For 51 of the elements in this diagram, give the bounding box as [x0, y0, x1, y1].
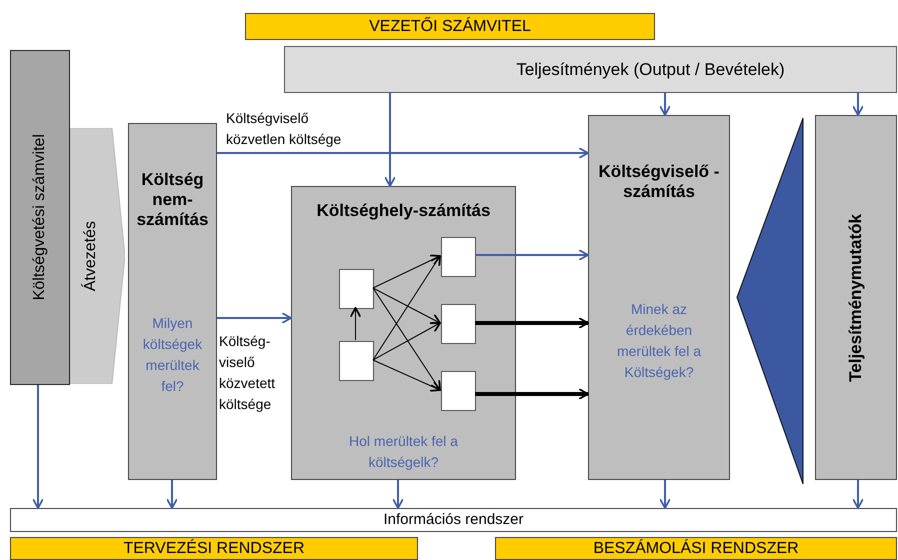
- box-title: Költségviselő -számítás: [598, 162, 720, 202]
- arrow: [350, 307, 362, 340]
- box-label: VEZETŐI SZÁMVITEL: [369, 16, 531, 36]
- system-banner: [495, 537, 897, 560]
- arrow: [217, 312, 292, 324]
- chevron-band: [70, 128, 125, 384]
- system-banner: [245, 13, 655, 40]
- arrow: [372, 322, 441, 360]
- wedge-shape: [736, 117, 805, 485]
- question-text: Hol merültek fel a költségelk?: [348, 432, 459, 472]
- arrow: [384, 93, 396, 187]
- vertical-label: Átvezetés: [80, 220, 100, 292]
- process-box: [291, 186, 516, 480]
- cost-center-box: [441, 237, 476, 277]
- arrow: [217, 147, 589, 159]
- cost-center-box: [339, 269, 374, 309]
- arrow: [475, 317, 589, 329]
- cost-center-box: [441, 371, 476, 411]
- arrow: [372, 254, 441, 288]
- information-system-bar: [10, 508, 897, 532]
- box-label: Információs rendszer: [383, 510, 524, 530]
- arrow: [392, 480, 404, 509]
- arrow: [372, 360, 441, 392]
- system-banner: [10, 537, 418, 560]
- arrow: [166, 480, 178, 509]
- arrow: [475, 388, 589, 400]
- arrow: [32, 385, 44, 509]
- arrow: [659, 93, 671, 116]
- arrow: [372, 288, 441, 391]
- arrow: [659, 480, 671, 509]
- box-title: Költséghely-számítás: [316, 201, 490, 221]
- box-label: TERVEZÉSI RENDSZER: [123, 538, 305, 558]
- box-label: BESZÁMOLÁSI RENDSZER: [593, 538, 799, 558]
- arrow: [852, 93, 864, 116]
- indicator-box: [815, 115, 897, 480]
- box-label: Teljesítmények (Output / Bevételek): [516, 58, 785, 81]
- vertical-label: Költségvetési számvitel: [30, 134, 49, 301]
- arrow: [372, 288, 441, 324]
- vertical-label: Teljesítménymutatók: [845, 214, 866, 382]
- cost-center-box: [339, 341, 374, 381]
- process-box: [588, 115, 730, 480]
- arrow: [475, 249, 589, 261]
- arrow: [372, 255, 441, 360]
- process-box: [128, 123, 217, 480]
- arrow: [852, 480, 864, 509]
- vertical-bar: [10, 50, 70, 385]
- output-band: [284, 46, 897, 93]
- box-title: Költség nem-számítás: [136, 170, 210, 230]
- question-text: Milyen költségek merültek fel?: [142, 314, 204, 396]
- cost-center-box: [441, 304, 476, 344]
- question-text: Minek az érdekében merültek fel a Költségek?: [616, 300, 702, 382]
